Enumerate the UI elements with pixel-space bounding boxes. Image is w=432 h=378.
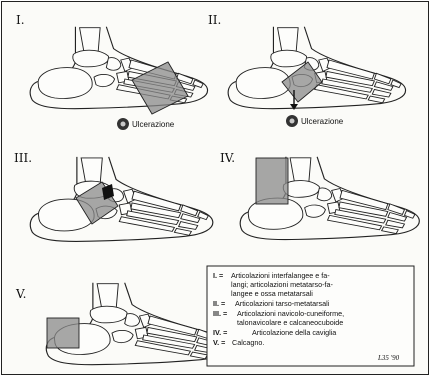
legend-line-8: Calcagno.	[232, 338, 264, 347]
panel-i-ulcer-label: Ulcerazione	[132, 120, 175, 129]
legend-line-3: langee e ossa metatarsali	[231, 289, 313, 298]
panel-ii: II. Ulcerazione	[208, 13, 406, 127]
legend-key-1: I. =	[213, 271, 223, 280]
legend-key-2: II. =	[213, 299, 225, 308]
panel-iv-highlight	[256, 158, 288, 204]
legend-line-4: Articolazioni tarso-metatarsali	[235, 299, 330, 308]
legend-key-4: IV. =	[213, 328, 227, 337]
legend-line-1: Articolazioni interfalangee e fa-	[231, 271, 330, 280]
arrow-down-icon	[290, 104, 298, 110]
legend-line-2: langi; articolazioni metatarso-fa-	[231, 280, 333, 289]
legend-line-7: Articolazione della caviglia	[252, 328, 336, 337]
legend: I. = Articolazioni interfalangee e fa- l…	[207, 266, 414, 366]
panel-v-numeral: V.	[15, 287, 26, 301]
artist-signature: L35 '90	[377, 354, 400, 362]
legend-key-3: III. =	[213, 309, 227, 318]
panel-i: I. Ulcerazione	[16, 13, 208, 130]
legend-line-6: talonavicolare e calcaneocuboide	[237, 318, 343, 327]
foot-diagram: I. Ulcerazione II. Ulcerazione III. IV. …	[2, 2, 428, 374]
panel-ii-ulcer-label: Ulcerazione	[301, 117, 344, 126]
panel-iii-numeral: III.	[14, 151, 32, 165]
panel-v: V.	[15, 283, 229, 365]
panel-iv: IV.	[220, 151, 419, 240]
panel-ii-numeral: II.	[208, 13, 221, 27]
panel-v-highlight	[47, 318, 79, 348]
legend-key-5: V. =	[213, 338, 225, 347]
panel-iv-numeral: IV.	[220, 151, 235, 165]
panel-i-numeral: I.	[16, 13, 25, 27]
panel-iii: III.	[14, 151, 213, 241]
legend-line-5: Articolazioni navicolo-cuneiforme,	[237, 309, 344, 318]
